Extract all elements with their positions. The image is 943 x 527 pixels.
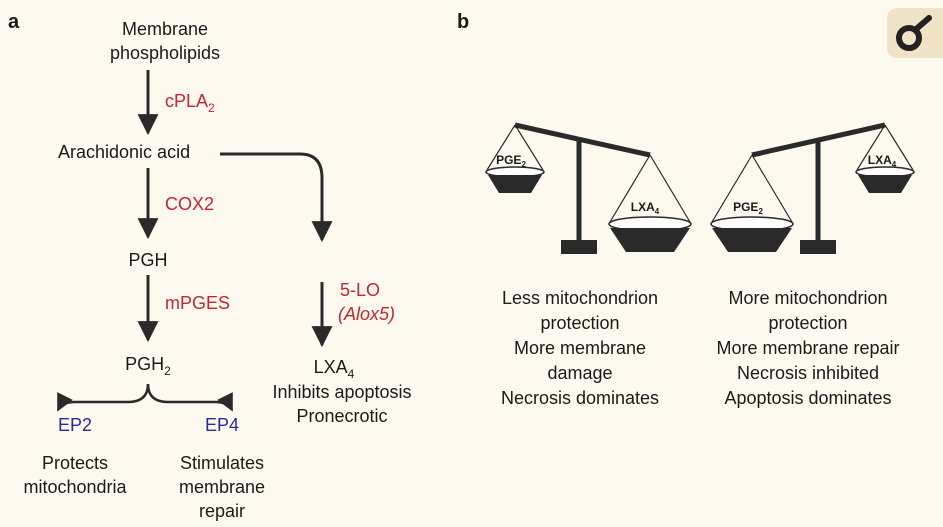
right-scale-high-pan: LXA4 (855, 124, 915, 193)
pgh2-label: PGH2 (125, 354, 171, 378)
pgh-label: PGH (128, 250, 167, 270)
right-caption-line4: Necrosis inhibited (737, 363, 879, 383)
left-scale-low-pan: LXA4 (608, 154, 692, 252)
left-caption-line4: damage (547, 363, 612, 383)
ep2-label: EP2 (58, 415, 92, 435)
panel-a-label: a (8, 11, 20, 33)
lxa4-effect-line1: Inhibits apoptosis (272, 382, 411, 402)
ep2-effect-line2: mitochondria (23, 477, 127, 497)
arrow-aa-to-5lo (220, 152, 333, 243)
right-low-pan-label: PGE2 (733, 200, 763, 216)
left-caption-line1: Less mitochondrion (502, 288, 658, 308)
arachidonic-acid-label: Arachidonic acid (58, 142, 190, 162)
right-scale-low-pan: PGE2 (710, 154, 794, 252)
left-caption-line5: Necrosis dominates (501, 388, 659, 408)
membrane-label-line1: Membrane (122, 19, 208, 39)
left-balance-scale: PGE2 LXA4 (485, 122, 692, 254)
corner-badge (887, 8, 943, 58)
openness-key-icon (896, 15, 932, 51)
left-high-pan-label: PGE2 (496, 153, 526, 169)
panel-b-label: b (457, 11, 469, 33)
right-caption-line1: More mitochondrion (728, 288, 887, 308)
left-caption-line3: More membrane (514, 338, 646, 358)
ep4-effect-line1: Stimulates (180, 453, 264, 473)
ep4-effect-line3: repair (199, 501, 245, 521)
right-caption-line2: protection (768, 313, 847, 333)
left-scale-high-pan: PGE2 (485, 124, 545, 193)
enzyme-mpges: mPGES (165, 293, 230, 313)
ep4-effect-line2: membrane (179, 477, 265, 497)
left-low-pan-label: LXA4 (631, 200, 660, 216)
arrow-pgh2-to-ep4 (146, 383, 234, 412)
left-scale-beam (514, 122, 651, 158)
ep4-label: EP4 (205, 415, 239, 435)
enzyme-cpla2: cPLA2 (165, 91, 215, 115)
enzyme-5lo: 5-LO (340, 280, 380, 300)
right-balance-scale: PGE2 LXA4 (710, 122, 915, 254)
right-caption-line5: Apoptosis dominates (724, 388, 891, 408)
left-scale-base (561, 240, 597, 254)
right-caption-line3: More membrane repair (716, 338, 899, 358)
left-caption-line2: protection (540, 313, 619, 333)
lxa4-label: LXA4 (314, 357, 355, 381)
ep2-effect-line1: Protects (42, 453, 108, 473)
enzyme-alox5: (Alox5) (338, 304, 395, 324)
enzyme-cox2: COX2 (165, 194, 214, 214)
arrow-pgh2-to-ep2 (56, 383, 150, 412)
lxa4-effect-line2: Pronecrotic (296, 406, 387, 426)
membrane-label-line2: phospholipids (110, 43, 220, 63)
right-scale-base (800, 240, 836, 254)
right-high-pan-label: LXA4 (868, 153, 897, 169)
